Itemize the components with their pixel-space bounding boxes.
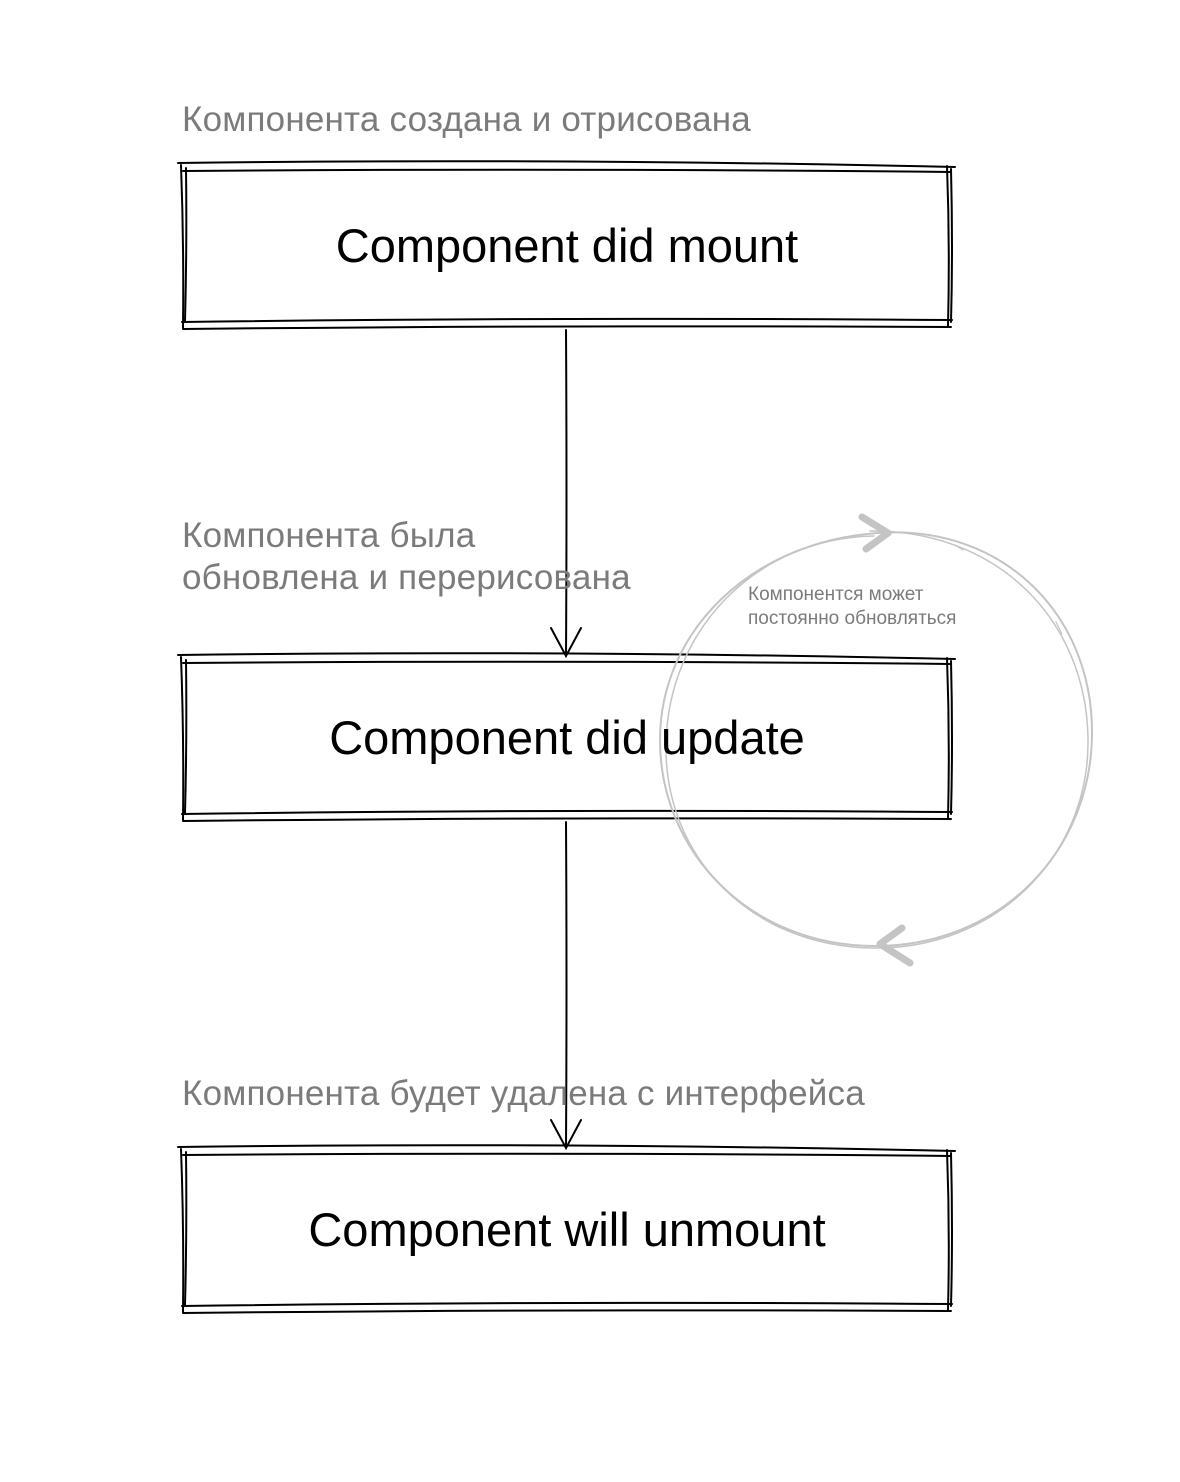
- stage-caption-update-line2: обновлена и перерисована: [182, 558, 631, 597]
- loop-caption: Компонентся может постоянно обновляться: [748, 583, 956, 631]
- stage-box-mount: [177, 160, 956, 330]
- stage-caption-mount: Компонента создана и отрисована: [182, 100, 751, 139]
- stage-box-unmount: [177, 1144, 956, 1314]
- stage-caption-unmount: Компонента будет удалена с интерфейса: [182, 1074, 865, 1113]
- stage-label-update: Component did update: [329, 711, 805, 764]
- loop-arrowhead-top-icon: [858, 513, 892, 553]
- stage-box-update: [177, 652, 956, 822]
- stage-caption-update-line1: Компонента была: [182, 516, 476, 555]
- loop-caption-line1: Компонентся может: [748, 584, 924, 605]
- stage-label-mount: Component did mount: [335, 219, 799, 272]
- stage-label-unmount: Component will unmount: [308, 1203, 826, 1256]
- arrow-update-to-unmount: [550, 821, 582, 1151]
- loop-caption-line2: постоянно обновляться: [748, 608, 957, 629]
- update-loop: [658, 530, 1094, 949]
- loop-arrowhead-bottom-icon: [876, 924, 914, 967]
- arrow-mount-to-update: [550, 329, 582, 659]
